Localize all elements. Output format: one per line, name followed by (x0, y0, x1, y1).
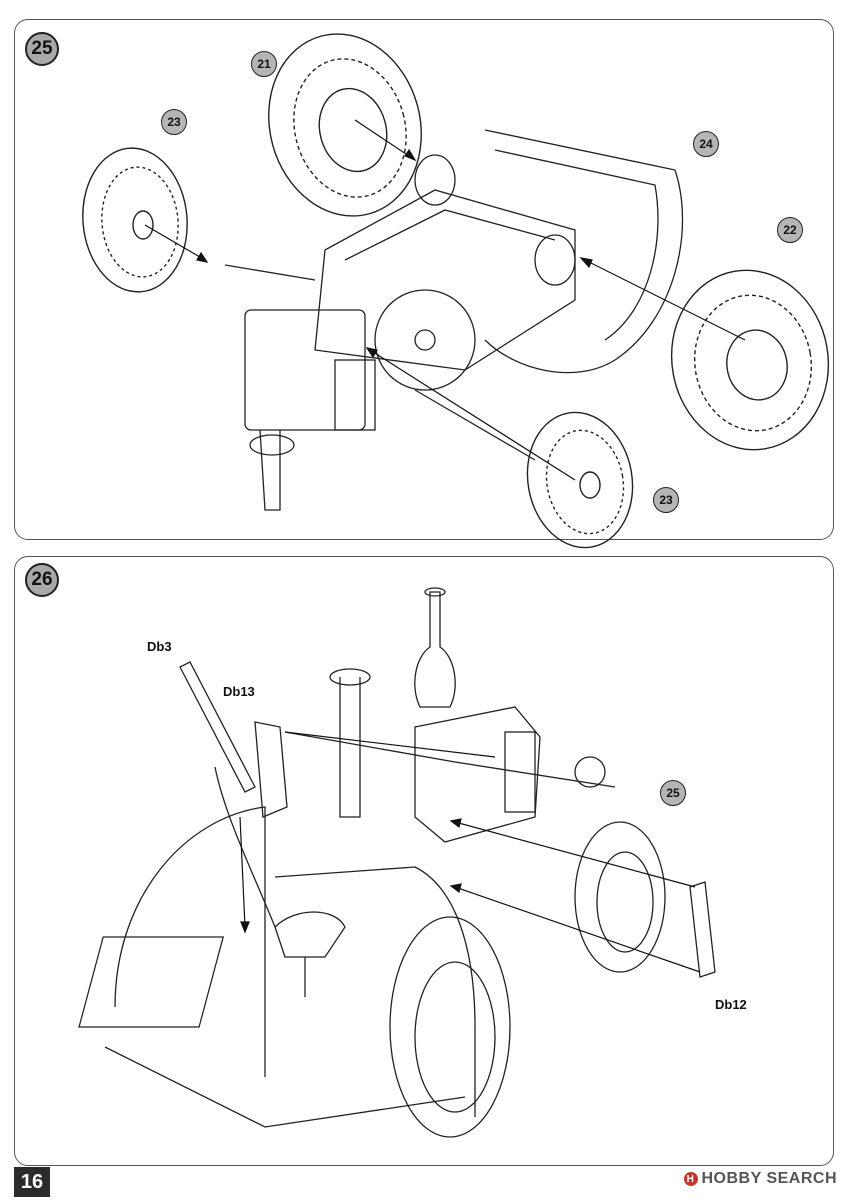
wheel-part-23-left (82, 147, 188, 293)
part-callout-23: 23 (653, 487, 679, 513)
step-number-badge: 26 (25, 563, 59, 597)
air-intake (339, 677, 361, 818)
watermark: H HOBBY SEARCH (683, 1170, 838, 1188)
step-number-badge: 25 (25, 32, 59, 66)
exhaust-stack (414, 591, 456, 708)
engine-block (244, 309, 366, 431)
part-callout-24: 24 (693, 131, 719, 157)
part-callout-21: 21 (251, 51, 277, 77)
part-db12 (689, 881, 716, 978)
fender-part-24 (484, 129, 684, 374)
part-callout-22: 22 (777, 217, 803, 243)
wheel-part-22 (670, 269, 830, 451)
part-label-db12: Db12 (715, 997, 747, 1012)
part-callout-25: 25 (660, 780, 686, 806)
page-number: 16 (14, 1167, 50, 1197)
assembly-arrows (239, 731, 701, 973)
flywheel (374, 289, 476, 391)
rear-fender-left (114, 806, 266, 1077)
seat (274, 911, 346, 958)
tractor-body (314, 189, 576, 371)
wheel-part-23-right (526, 411, 634, 549)
part-callout-23: 23 (161, 109, 187, 135)
rear-wheel (389, 916, 511, 1138)
step-26-panel: 26 (14, 556, 834, 1166)
rear-fender-right (274, 866, 476, 1117)
part-db13 (254, 721, 288, 818)
hobby-search-logo-icon: H (683, 1172, 698, 1186)
front-wheel-part-25 (574, 821, 666, 973)
step-25-panel: 25 (14, 19, 834, 549)
step-25-illustration (82, 33, 830, 549)
part-label-db13: Db13 (223, 684, 255, 699)
part-label-db3: Db3 (147, 639, 172, 654)
step-26-illustration (78, 587, 716, 1138)
wheel-part-21 (268, 33, 422, 217)
exhaust-pipe (259, 429, 281, 511)
engine-hood (414, 706, 541, 843)
assembly-arrows (144, 119, 746, 481)
watermark-text: HOBBY SEARCH (701, 1170, 837, 1187)
floor-grate (78, 936, 225, 1028)
